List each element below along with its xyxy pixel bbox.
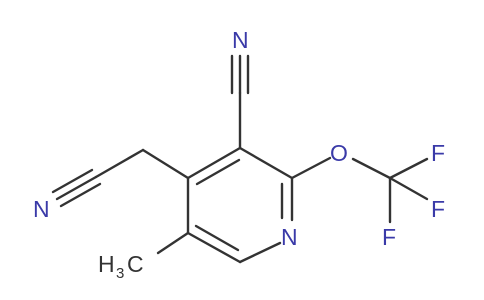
- bond-c6-c5: [186, 231, 242, 264]
- bond-c5-methyl: [156, 231, 190, 255]
- bond-cf3-f-right: [388, 176, 429, 201]
- atom-f-right: F: [431, 196, 445, 222]
- bond-nitrile-left-2: [51, 168, 94, 194]
- bond-ch2-cn: [94, 148, 145, 179]
- atom-n-ring: N: [281, 224, 298, 250]
- atom-n-nitrile-top: N: [232, 27, 249, 53]
- atom-n-nitrile-left: N: [33, 196, 50, 222]
- atom-f-bottom: F: [382, 224, 396, 250]
- bond-nitrile-left-1: [55, 175, 98, 201]
- atom-labels: N N N O F F F H 3 C: [33, 27, 445, 282]
- bond-c2-o: [290, 156, 332, 180]
- methyl-c: C: [127, 251, 144, 277]
- bond-c6-c5-inner: [194, 224, 240, 252]
- bond-c3-c2: [238, 146, 294, 180]
- bond-c4-c3: [186, 146, 242, 180]
- bond-c4-c3-inner: [195, 158, 241, 186]
- bond-cf3-f-top: [388, 157, 429, 180]
- methyl-subscript: 3: [116, 265, 124, 282]
- atom-f-top: F: [431, 140, 445, 166]
- methyl-h: H: [98, 251, 115, 277]
- bond-o-cf3: [351, 157, 392, 180]
- bond-n-c6: [238, 241, 282, 264]
- bonds: [51, 54, 429, 264]
- bond-c4-ch2: [141, 148, 190, 180]
- bond-nitrile-left-3: [59, 182, 102, 208]
- atom-o: O: [330, 140, 348, 166]
